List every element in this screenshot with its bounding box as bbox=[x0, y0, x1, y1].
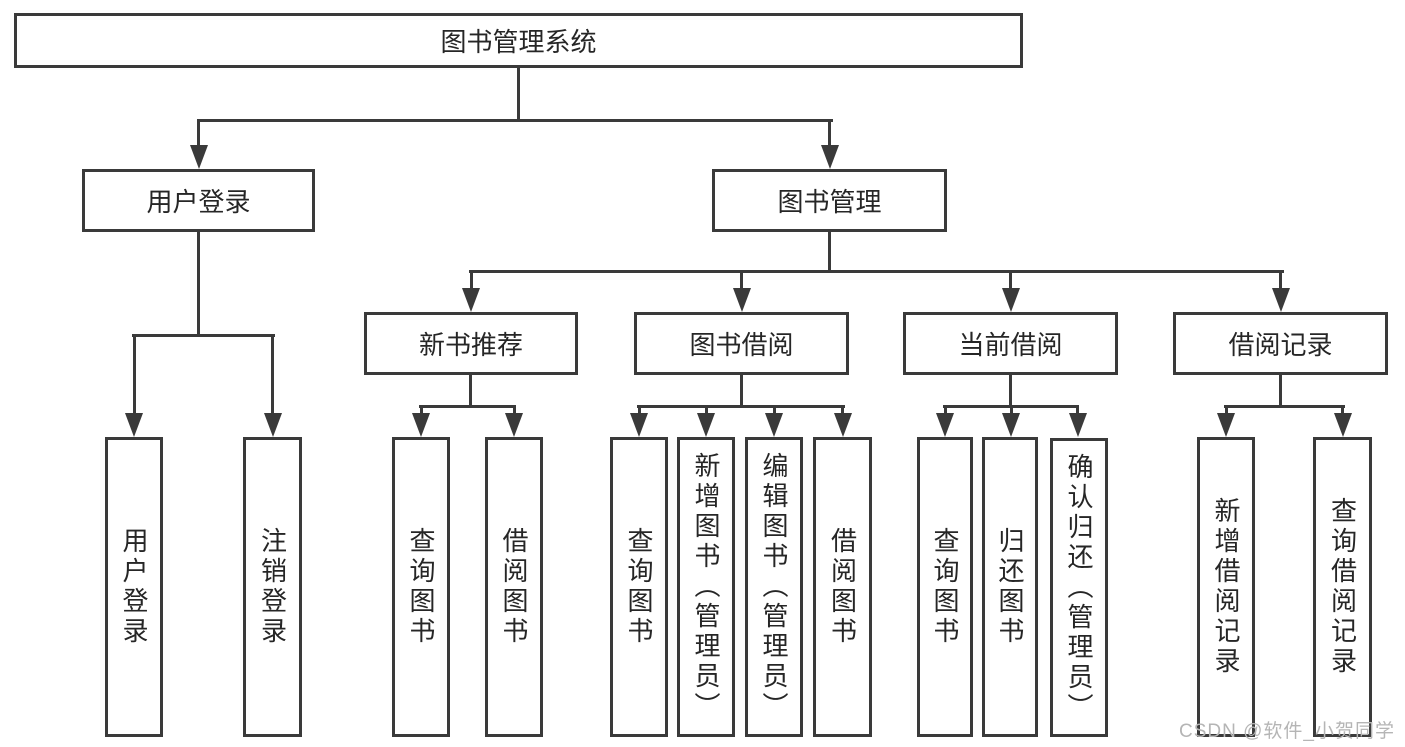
leaf-edit-book-admin: 编辑图书（管理员） bbox=[745, 437, 803, 737]
connector-line bbox=[197, 119, 833, 122]
node-label: 用户登录 bbox=[119, 527, 149, 647]
connector-line bbox=[772, 405, 776, 417]
connector-line bbox=[828, 119, 831, 149]
connector-line bbox=[740, 270, 743, 292]
node-label: 借阅图书 bbox=[499, 527, 529, 647]
node-label: 图书管理 bbox=[777, 187, 882, 217]
leaf-borrow-books: 借阅图书 bbox=[813, 437, 872, 737]
node-label: 确认归还（管理员） bbox=[1064, 452, 1094, 723]
node-label: 新书推荐 bbox=[418, 330, 523, 360]
connector-line bbox=[469, 270, 1284, 273]
arrow-down-icon bbox=[833, 413, 852, 437]
connector-line bbox=[197, 232, 200, 337]
node-label: 查询借阅记录 bbox=[1327, 497, 1358, 677]
connector-line bbox=[841, 405, 844, 417]
connector-line bbox=[469, 270, 473, 292]
connector-line bbox=[740, 375, 743, 407]
leaf-query-books-borrowing: 查询图书 bbox=[610, 437, 668, 737]
connector-line bbox=[1279, 270, 1282, 292]
leaf-borrow-books-recommend: 借阅图书 bbox=[485, 437, 543, 737]
arrow-down-icon bbox=[412, 413, 430, 437]
leaf-user-login: 用户登录 bbox=[105, 437, 163, 737]
arrow-down-icon bbox=[820, 145, 839, 169]
node-label: 图书借阅 bbox=[689, 330, 794, 360]
node-label: 图书管理系统 bbox=[440, 27, 597, 57]
leaf-add-borrow-record: 新增借阅记录 bbox=[1197, 437, 1255, 737]
connector-line bbox=[517, 68, 520, 120]
node-label: 用户登录 bbox=[146, 187, 251, 217]
arrow-down-icon bbox=[765, 413, 783, 437]
connector-line bbox=[132, 334, 136, 417]
connector-line bbox=[197, 119, 200, 149]
arrow-down-icon bbox=[630, 413, 648, 437]
node-label: 查询图书 bbox=[930, 527, 960, 647]
arrow-down-icon bbox=[1001, 288, 1020, 312]
connector-line bbox=[1076, 405, 1079, 417]
leaf-confirm-return-admin: 确认归还（管理员） bbox=[1050, 438, 1108, 737]
node-borrowing-records: 借阅记录 bbox=[1173, 312, 1388, 375]
leaf-add-book-admin: 新增图书（管理员） bbox=[677, 437, 735, 737]
arrow-down-icon bbox=[263, 413, 282, 437]
connector-line bbox=[943, 405, 947, 417]
connector-line bbox=[1009, 405, 1013, 417]
arrow-down-icon bbox=[125, 413, 143, 437]
node-label: 当前借阅 bbox=[958, 330, 1063, 360]
connector-line bbox=[1341, 405, 1344, 417]
leaf-logout: 注销登录 bbox=[243, 437, 302, 737]
node-label: 查询图书 bbox=[624, 527, 654, 647]
node-label: 编辑图书（管理员） bbox=[759, 452, 789, 722]
arrow-down-icon bbox=[189, 145, 208, 169]
node-new-book-recommend: 新书推荐 bbox=[364, 312, 578, 375]
node-label: 借阅图书 bbox=[827, 527, 858, 647]
arrow-down-icon bbox=[1333, 413, 1352, 437]
leaf-query-books-current: 查询图书 bbox=[917, 437, 973, 737]
connector-line bbox=[1009, 270, 1012, 292]
arrow-down-icon bbox=[697, 413, 715, 437]
node-label: 归还图书 bbox=[995, 527, 1025, 647]
arrow-down-icon bbox=[462, 288, 480, 312]
connector-line bbox=[271, 334, 274, 417]
leaf-query-books-recommend: 查询图书 bbox=[392, 437, 450, 737]
leaf-query-borrow-record: 查询借阅记录 bbox=[1313, 437, 1372, 737]
arrow-down-icon bbox=[1068, 413, 1087, 437]
connector-line bbox=[1279, 375, 1282, 407]
connector-line bbox=[419, 405, 516, 408]
node-label: 借阅记录 bbox=[1228, 330, 1333, 360]
node-library-management-system: 图书管理系统 bbox=[14, 13, 1023, 68]
connector-line bbox=[512, 405, 516, 417]
watermark: CSDN @软件_小贺同学 bbox=[1179, 721, 1395, 742]
connector-line bbox=[637, 405, 845, 408]
arrow-down-icon bbox=[936, 413, 954, 437]
leaf-return-book: 归还图书 bbox=[982, 437, 1038, 737]
connector-line bbox=[1224, 405, 1228, 417]
node-book-management: 图书管理 bbox=[712, 169, 947, 232]
node-label: 注销登录 bbox=[257, 527, 288, 647]
connector-line bbox=[132, 334, 275, 337]
arrow-down-icon bbox=[1002, 413, 1020, 437]
connector-line bbox=[419, 405, 423, 417]
arrow-down-icon bbox=[732, 288, 751, 312]
arrow-down-icon bbox=[505, 413, 523, 437]
connector-line bbox=[828, 232, 831, 273]
connector-line bbox=[704, 405, 708, 417]
node-user-login: 用户登录 bbox=[82, 169, 315, 232]
node-label: 新增借阅记录 bbox=[1211, 497, 1241, 677]
connector-line bbox=[469, 375, 472, 407]
node-current-borrowing: 当前借阅 bbox=[903, 312, 1118, 375]
node-book-borrowing: 图书借阅 bbox=[634, 312, 849, 375]
node-label: 新增图书（管理员） bbox=[691, 452, 721, 722]
connector-line bbox=[637, 405, 641, 417]
connector-line bbox=[1224, 405, 1345, 408]
arrow-down-icon bbox=[1271, 288, 1290, 312]
node-label: 查询图书 bbox=[406, 527, 436, 647]
arrow-down-icon bbox=[1217, 413, 1235, 437]
connector-line bbox=[1009, 375, 1012, 407]
